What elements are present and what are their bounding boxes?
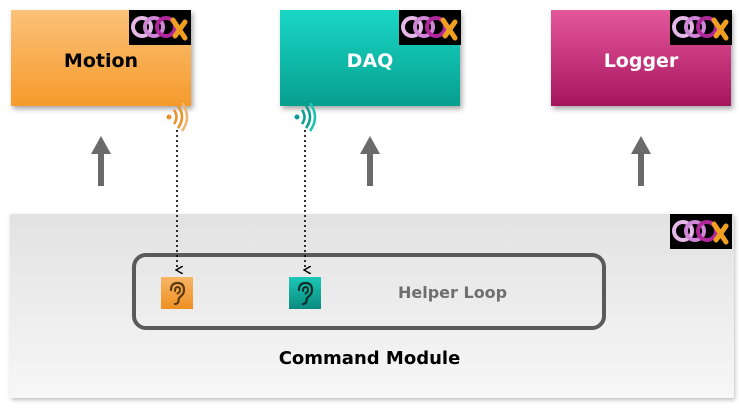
command-module-label: Command Module — [278, 348, 461, 369]
logger-module-label: Logger — [603, 50, 679, 72]
motion-listener-ear-icon — [161, 277, 193, 309]
arrow-up-icon — [91, 136, 111, 186]
arrow-up-icon — [360, 136, 380, 186]
dqmh-logo-icon — [670, 214, 732, 249]
helper-loop-label: Helper Loop — [398, 283, 508, 302]
dqmh-logo-icon — [670, 10, 732, 45]
daq-broadcast-icon — [292, 102, 318, 132]
logger-module: Logger — [551, 10, 731, 106]
motion-module-label: Motion — [63, 50, 139, 72]
daq-module-label: DAQ — [346, 50, 394, 72]
motion-broadcast-icon — [164, 102, 190, 132]
dqmh-logo-icon — [129, 10, 191, 45]
command-module — [10, 214, 734, 398]
arrow-up-icon — [631, 136, 651, 186]
daq-listener-ear-icon — [289, 277, 321, 309]
dqmh-logo-icon — [399, 10, 461, 45]
helper-loop-box — [132, 253, 606, 330]
